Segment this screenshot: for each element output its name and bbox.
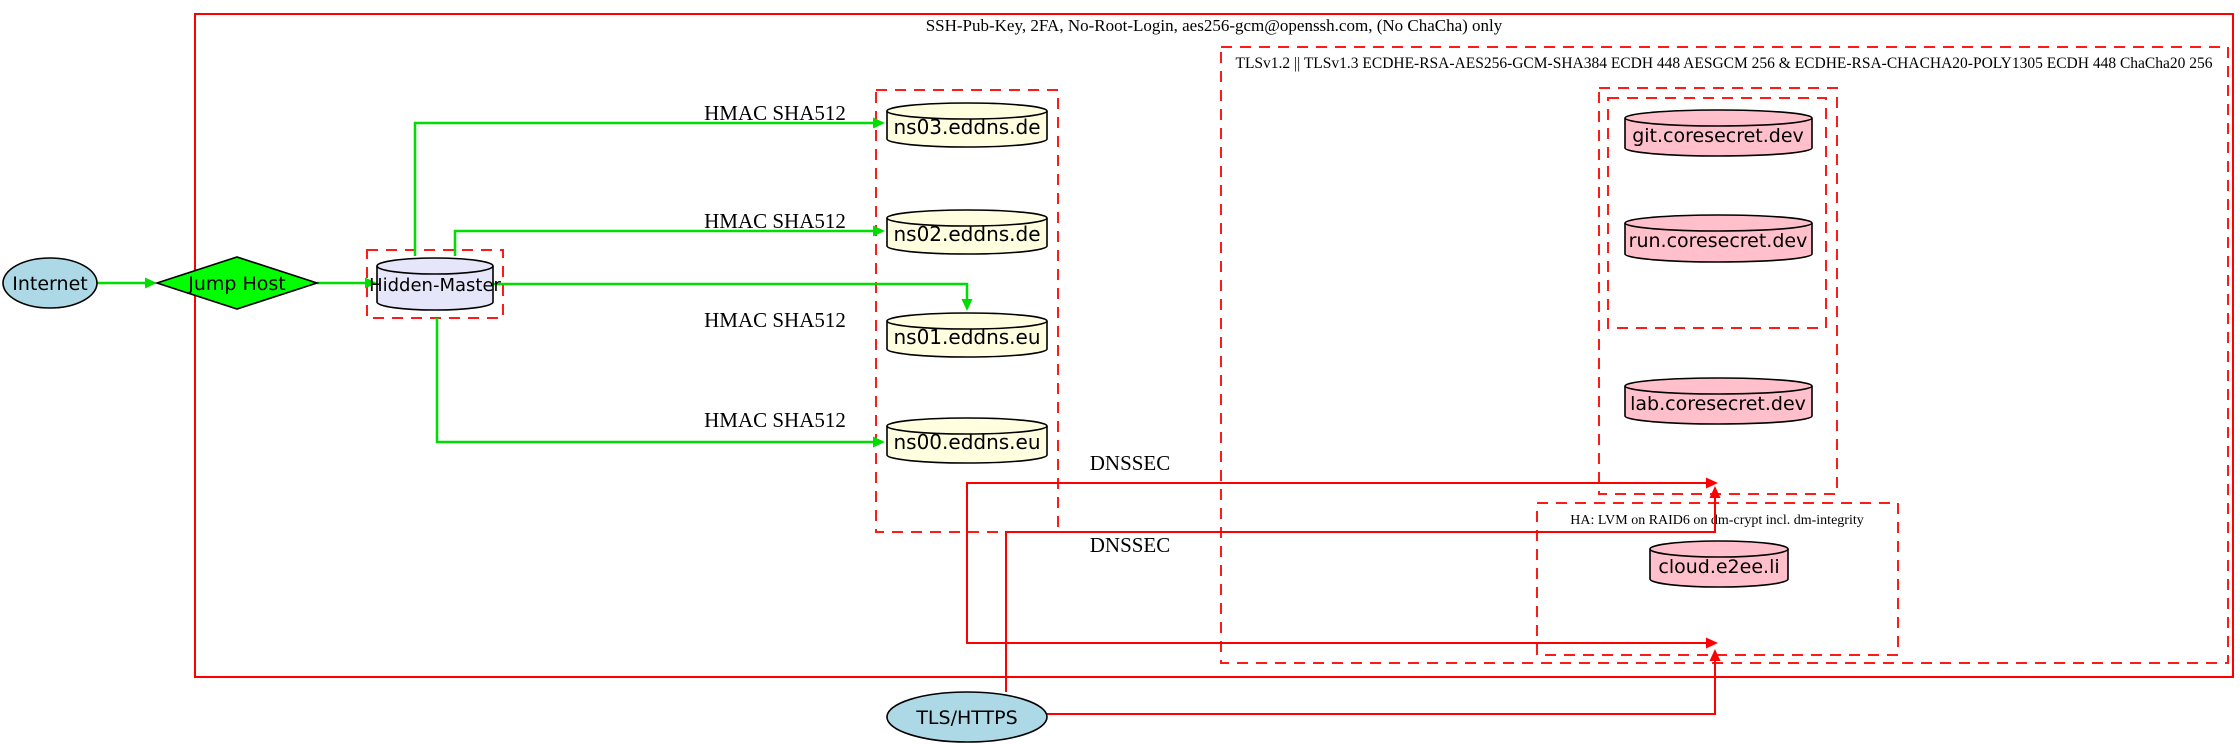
- edge-tlshttps-webservices: [1005, 486, 1721, 692]
- cluster-tls-box: [1220, 46, 2229, 664]
- edge-label-hmac-3: HMAC SHA512: [704, 308, 846, 332]
- edge-hiddenmaster-ns00: [435, 318, 885, 448]
- arrowhead-right-icon: [873, 225, 885, 237]
- arrowhead-right-icon: [873, 117, 885, 129]
- edge-label-hmac-1: HMAC SHA512: [704, 101, 846, 125]
- node-ns00: ns00.eddns.eu: [886, 417, 1048, 464]
- node-cloud-label: cloud.e2ee.li: [1658, 556, 1779, 578]
- node-ns02: ns02.eddns.de: [886, 209, 1048, 255]
- node-ns01-label: ns01.eddns.eu: [893, 325, 1040, 349]
- edge-dnssec-lower: [966, 532, 1718, 649]
- arrowhead-right-icon: [365, 277, 377, 289]
- edge-hiddenmaster-ns01: [493, 282, 973, 311]
- cluster-gitrun-box: [1607, 97, 1827, 329]
- node-ns01: ns01.eddns.eu: [886, 312, 1048, 358]
- node-jump-host: Jump Host: [154, 256, 320, 310]
- arrowhead-right-icon: [1706, 477, 1718, 489]
- node-run: run.coresecret.dev: [1624, 214, 1813, 263]
- arrowhead-up-icon: [1709, 649, 1721, 661]
- node-tls-https-label: TLS/HTTPS: [915, 707, 1017, 729]
- node-run-label: run.coresecret.dev: [1629, 230, 1808, 252]
- node-ns03-label: ns03.eddns.de: [893, 115, 1040, 139]
- edge-label-dnssec-1: DNSSEC: [1090, 451, 1171, 475]
- cluster-ssh-label: SSH-Pub-Key, 2FA, No-Root-Login, aes256-…: [926, 16, 1503, 35]
- cluster-ssh-box: [194, 13, 2234, 678]
- arrowhead-up-icon: [1709, 486, 1721, 498]
- edge-label-hmac-4: HMAC SHA512: [704, 408, 846, 432]
- edge-tlshttps-ha: [1047, 649, 1721, 715]
- edge-label-hmac-2: HMAC SHA512: [704, 209, 846, 233]
- cluster-tls-label: TLSv1.2 || TLSv1.3 ECDHE-RSA-AES256-GCM-…: [1235, 55, 2212, 72]
- node-git: git.coresecret.dev: [1624, 109, 1813, 157]
- arrowhead-right-icon: [145, 277, 157, 289]
- node-ns03: ns03.eddns.de: [886, 102, 1048, 148]
- node-hidden-master: Hidden-Master: [369, 257, 502, 311]
- edge-jumphost-hiddenmaster: [317, 277, 377, 289]
- arrowhead-down-icon: [961, 299, 973, 311]
- arrowhead-right-icon: [873, 436, 885, 448]
- node-ns00-label: ns00.eddns.eu: [893, 430, 1040, 454]
- arrowhead-right-icon: [1706, 637, 1718, 649]
- node-tls-https: TLS/HTTPS: [886, 691, 1048, 743]
- node-lab-label: lab.coresecret.dev: [1630, 393, 1806, 415]
- node-git-label: git.coresecret.dev: [1632, 125, 1804, 147]
- node-internet-label: Internet: [12, 273, 87, 295]
- cluster-nameservers-box: [875, 89, 1059, 533]
- node-jump-host-label: Jump Host: [187, 273, 286, 295]
- node-cloud: cloud.e2ee.li: [1649, 540, 1789, 588]
- node-internet: Internet: [2, 257, 98, 309]
- node-ns02-label: ns02.eddns.de: [893, 222, 1040, 246]
- cluster-hidden-master-box: [366, 249, 504, 319]
- edge-label-dnssec-2: DNSSEC: [1090, 533, 1171, 557]
- cluster-ha-label: HA: LVM on RAID6 on dm-crypt incl. dm-in…: [1570, 513, 1863, 528]
- edge-dnssec-upper: [966, 477, 1718, 532]
- node-lab: lab.coresecret.dev: [1624, 377, 1813, 425]
- edge-hiddenmaster-ns02: [453, 225, 885, 256]
- edge-hiddenmaster-ns03: [413, 117, 885, 256]
- node-hidden-master-label: Hidden-Master: [369, 275, 501, 296]
- edge-internet-jumphost: [97, 277, 157, 289]
